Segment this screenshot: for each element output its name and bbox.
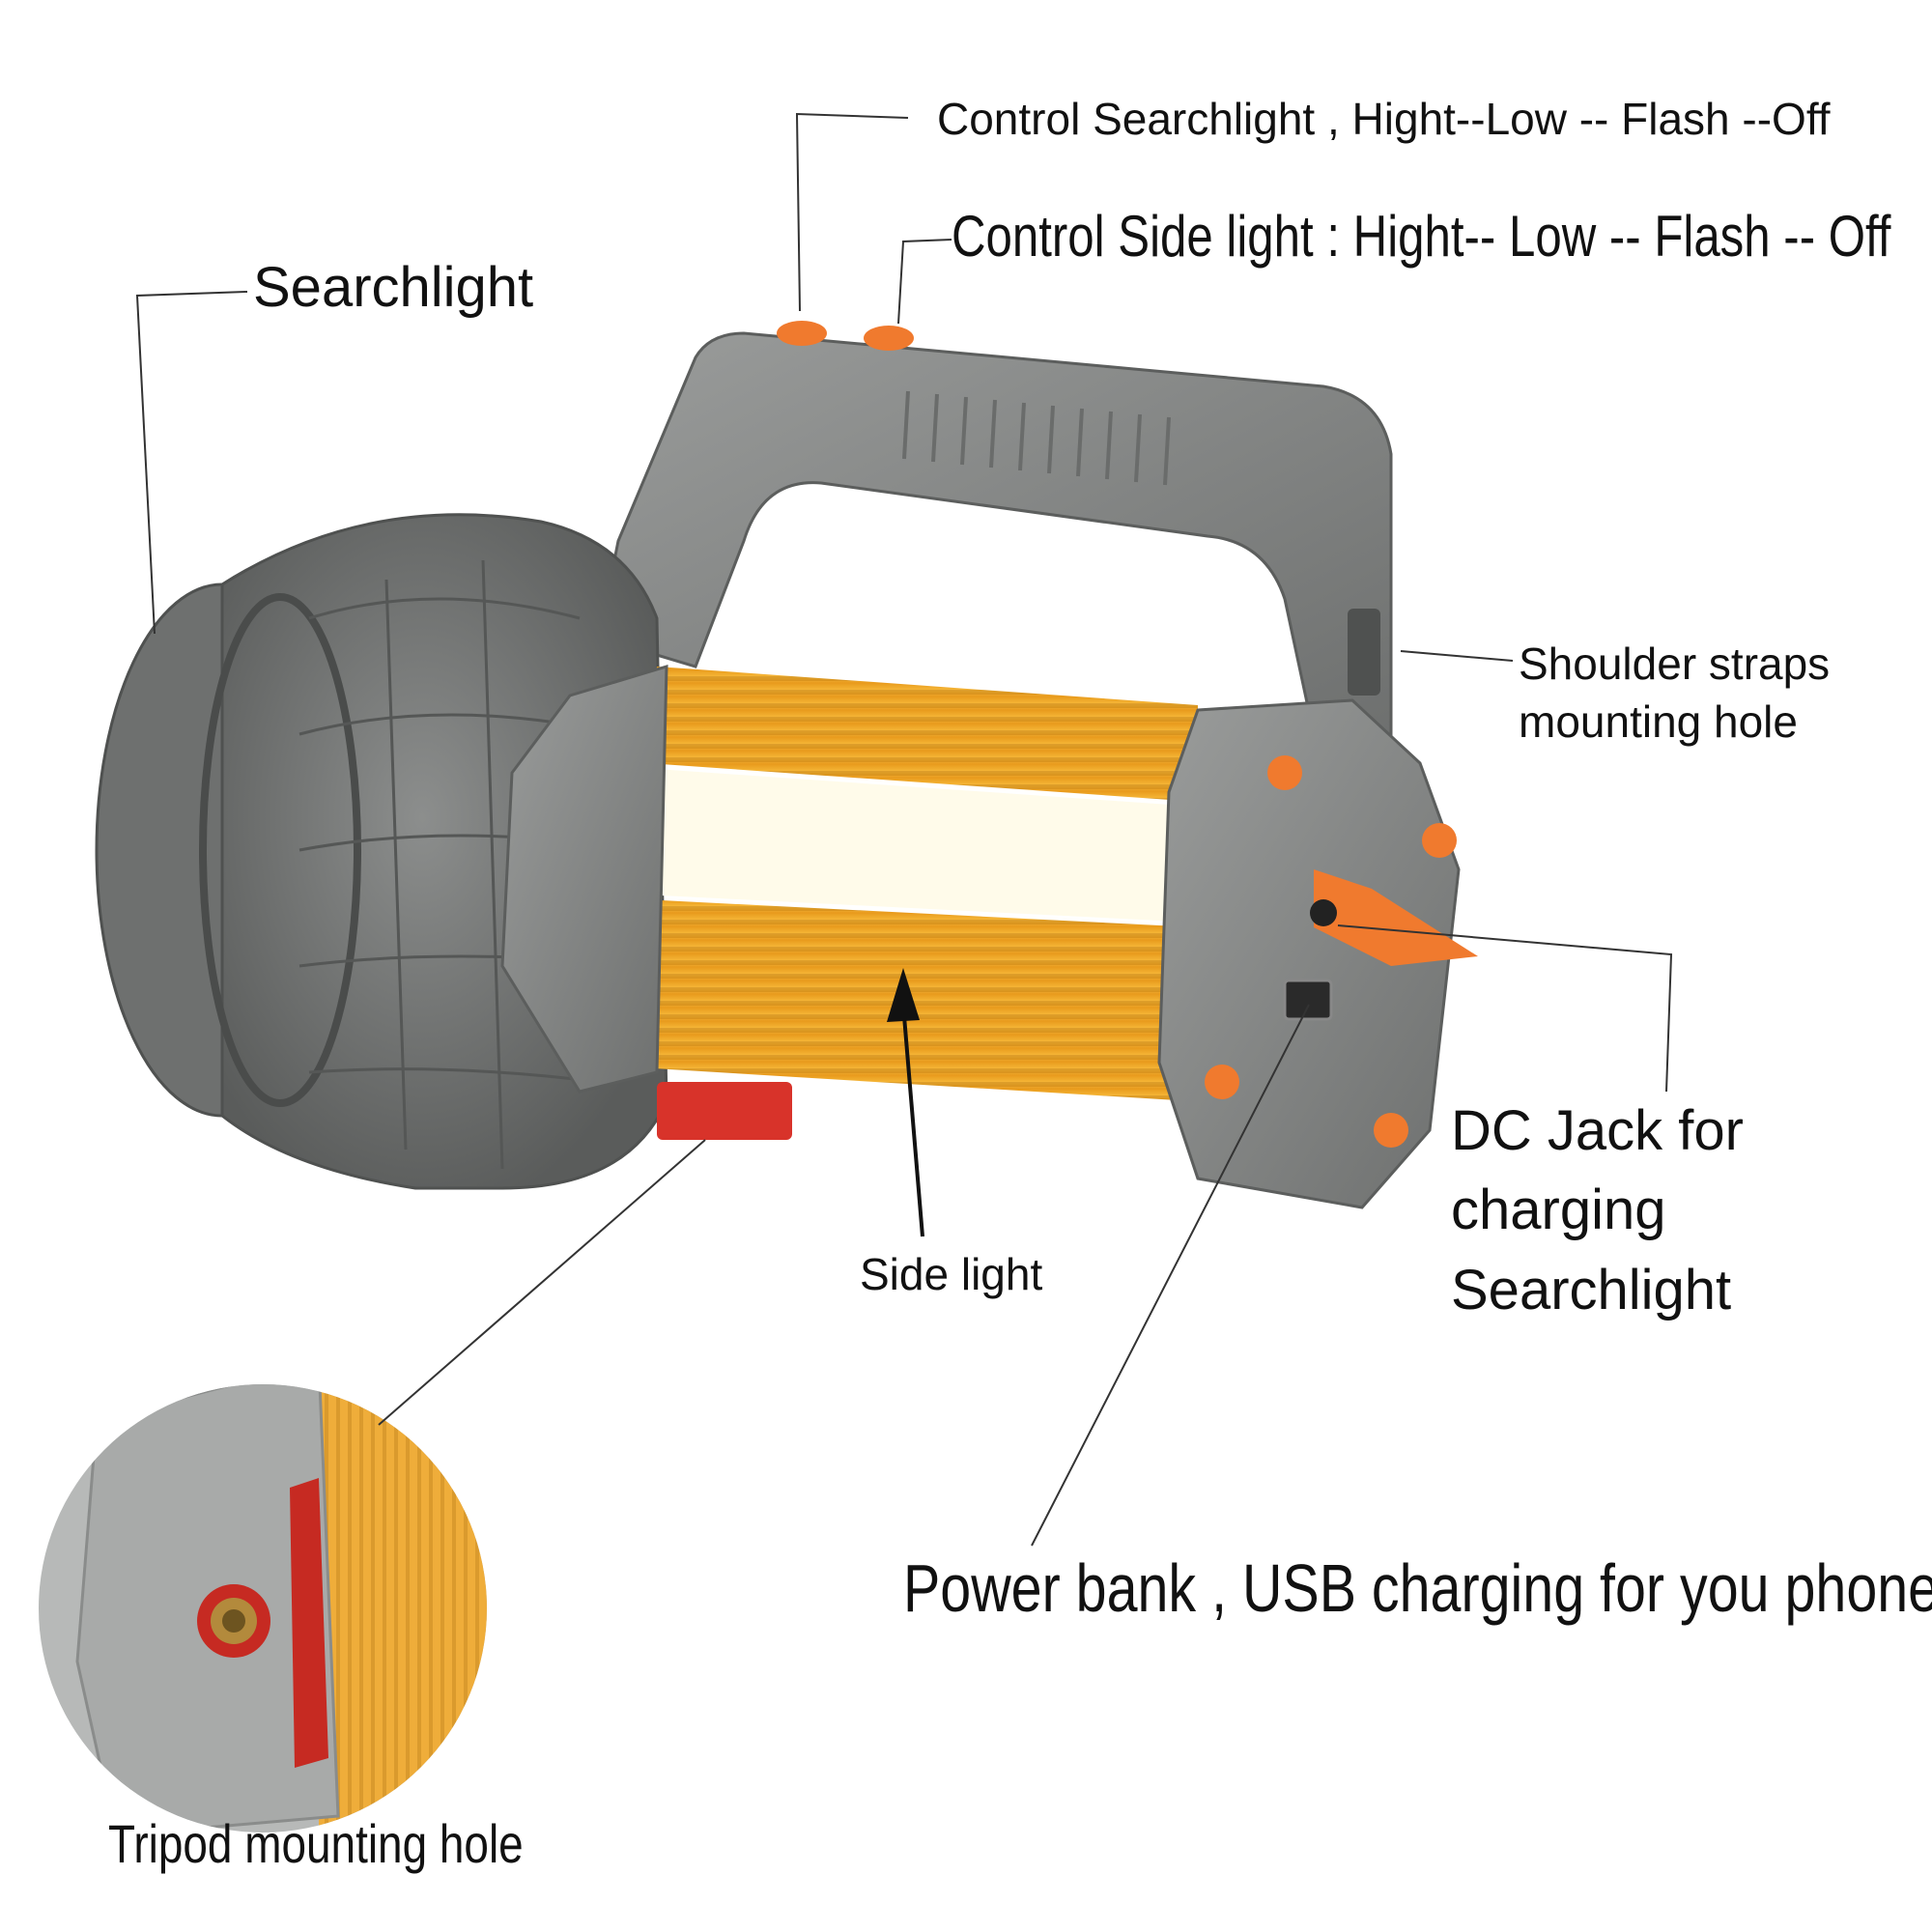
label-sidelight-control: Control Side light : Hight-- Low -- Flas…	[952, 204, 1891, 269]
end-cap-screw	[1205, 1065, 1239, 1099]
searchlight-button[interactable]	[777, 321, 827, 346]
label-shoulder-line1: Shoulder straps	[1519, 639, 1831, 689]
usb-port[interactable]	[1283, 979, 1333, 1021]
strap-hole	[1348, 609, 1380, 696]
handle	[597, 331, 1393, 736]
label-dc-line2: charging Searchlight	[1451, 1179, 1732, 1321]
label-side-light: Side light	[860, 1249, 1043, 1299]
leader-usb	[1031, 1004, 1310, 1547]
flashlight-illustration	[95, 321, 1478, 1209]
searchlight-rim	[199, 593, 361, 1107]
label-shoulder-line2: mounting hole	[1519, 696, 1798, 747]
leader-sidelight-button	[897, 239, 952, 325]
side-light-led[interactable]	[623, 768, 1198, 923]
label-shoulder-strap-hole: Shoulder straps mounting hole	[1519, 636, 1905, 752]
label-tripod-hole: Tripod mounting hole	[108, 1813, 524, 1874]
dc-jack[interactable]	[1310, 899, 1337, 926]
dc-jack-flap[interactable]	[1314, 869, 1478, 966]
end-cap-screw	[1374, 1113, 1408, 1148]
leader-dc-jack	[1337, 924, 1673, 1093]
label-searchlight-control: Control Searchlight , Hight--Low -- Flas…	[937, 94, 1831, 144]
label-dc-line1: DC Jack for	[1451, 1099, 1744, 1162]
tripod-detail-inset	[39, 1384, 487, 1833]
label-dc-jack: DC Jack for charging Searchlight	[1451, 1092, 1915, 1330]
sidelight-button[interactable]	[864, 326, 914, 351]
end-cap-screw	[1422, 823, 1457, 858]
end-cap-screw	[1267, 755, 1302, 790]
handle-grip	[902, 390, 1171, 486]
label-searchlight: Searchlight	[253, 256, 534, 319]
side-light-arrow	[887, 968, 924, 1237]
barrel-upper	[647, 667, 1198, 802]
leader-tripod	[378, 1139, 706, 1426]
barrel-collar	[500, 664, 668, 1094]
leader-shoulder	[1400, 650, 1514, 662]
leader-searchlight	[135, 291, 248, 635]
label-usb-power-bank: Power bank , USB charging for you phone	[903, 1550, 1932, 1626]
leader-lines	[135, 112, 1673, 1547]
leader-searchlight-button	[795, 112, 909, 312]
tripod-mount[interactable]	[657, 1082, 792, 1140]
